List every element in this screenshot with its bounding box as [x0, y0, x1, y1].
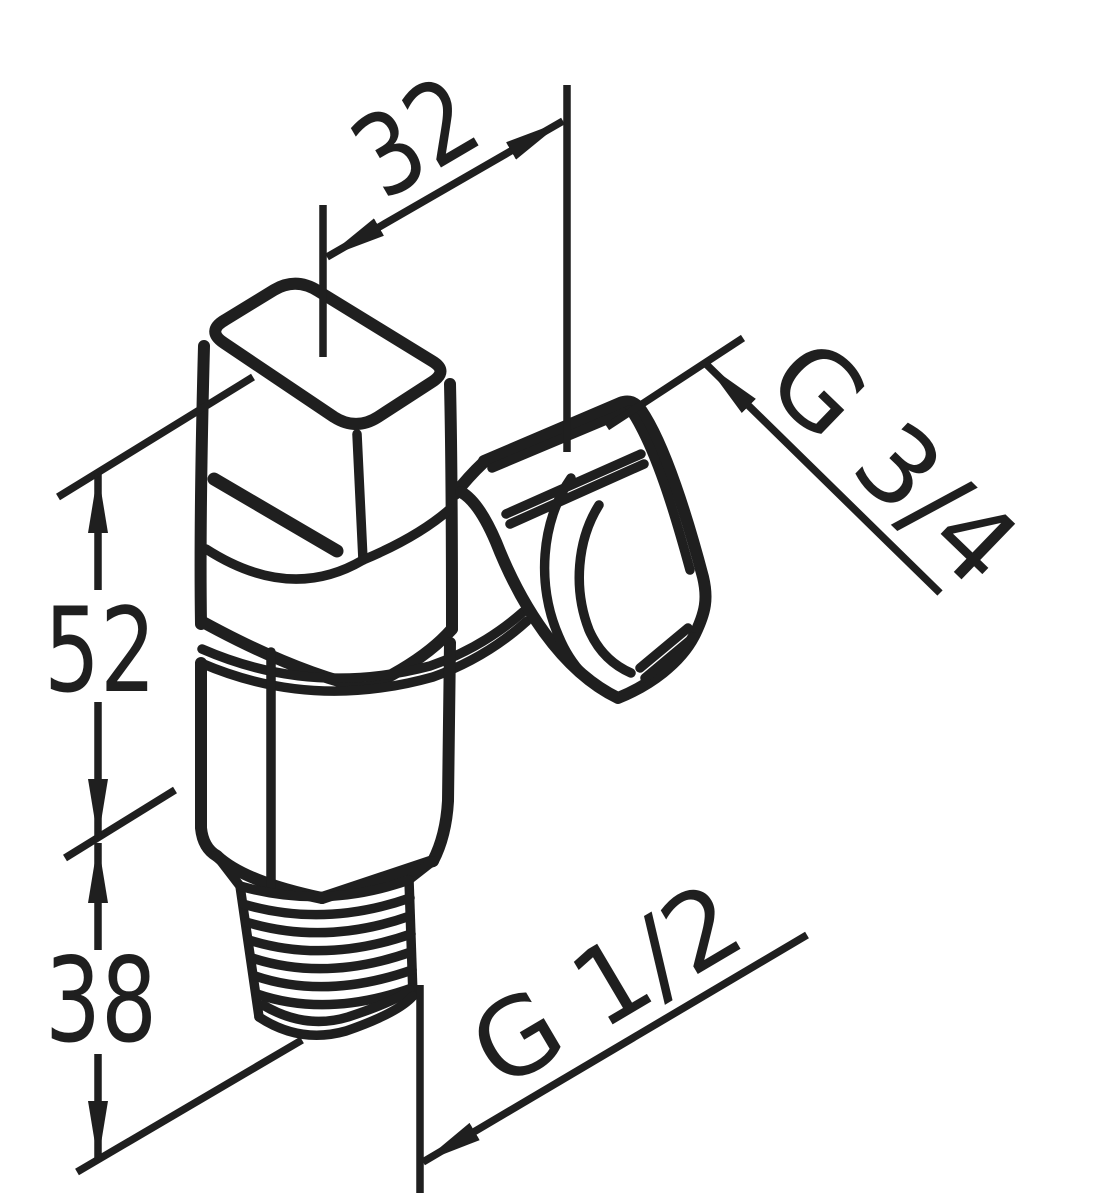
thread-crest-2: [238, 893, 415, 920]
thread-crest-4: [244, 929, 416, 956]
body-chamfer-left: [212, 851, 245, 891]
handle-left-edge: [194, 340, 210, 630]
handle-grip-slot: [207, 472, 344, 558]
handle-front-corner-edge: [352, 429, 368, 565]
ext-line-52-38-middle: [63, 786, 177, 862]
ext-line-g34-diagonal: [604, 334, 746, 431]
body-collar-band-upper: [197, 607, 528, 683]
body-chamfer-right: [405, 856, 438, 884]
nut-bore-outer-arc: [539, 473, 618, 701]
body-right-edge: [427, 637, 456, 867]
outlet-hex-nut: [449, 395, 712, 704]
valve-handle: [194, 277, 458, 694]
inlet-thread-pipe: [235, 875, 418, 1040]
nut-facet-line-upper-a: [501, 449, 646, 519]
label-outlet-thread-g34: G 3/4: [745, 316, 1043, 609]
label-handle-width-32: 32: [331, 52, 500, 225]
thread-crest-7: [252, 983, 417, 1010]
nut-top-facet-chamfer: [487, 405, 635, 473]
thread-crest-3: [241, 911, 415, 938]
nut-bore-inner-arc: [574, 500, 636, 678]
leader-line-g12: [421, 931, 809, 1166]
body-left-edge: [195, 657, 223, 862]
dimension-lines: [56, 85, 943, 1193]
body-collar-band-lower: [196, 616, 532, 696]
label-inlet-thread-g12: G 1/2: [450, 859, 762, 1112]
label-lower-height-38: 38: [45, 932, 157, 1069]
handle-top-face-outline: [209, 277, 447, 430]
thread-crest-5: [247, 947, 416, 974]
nut-facet-line-lower-a: [635, 623, 693, 673]
ext-line-38-bottom: [75, 1036, 304, 1176]
pipe-end-outer-rim: [254, 991, 418, 1040]
thread-crest-6: [250, 965, 417, 992]
nut-facet-line-lower-b: [640, 632, 699, 683]
leader-line-g34: [703, 361, 943, 596]
nut-right-facet-chamfer: [625, 405, 695, 575]
dim-line-32: [325, 117, 565, 261]
label-upper-height-52: 52: [44, 582, 156, 719]
handle-cap-lower-left-edge: [201, 544, 368, 584]
thread-crest-1: [235, 875, 414, 902]
handle-cap-lower-right-edge: [358, 504, 455, 565]
nut-facet-line-upper-b: [505, 459, 649, 529]
pipe-end-inner-rim: [258, 985, 415, 1027]
valve-body: [195, 607, 532, 904]
